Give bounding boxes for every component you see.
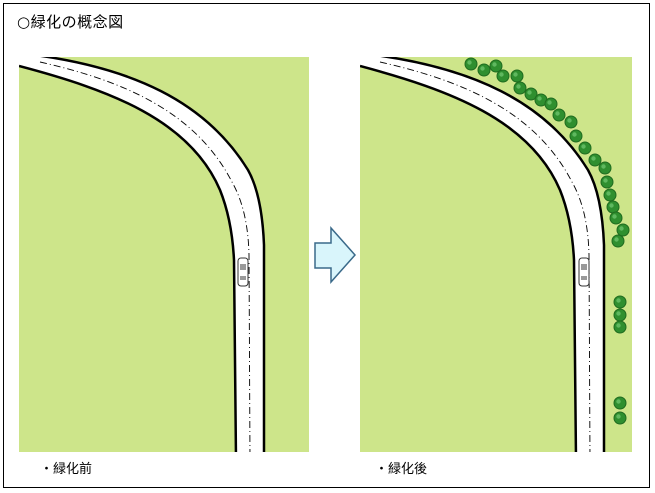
road-edge-inner	[39, 57, 266, 452]
road-edge-outer	[360, 64, 578, 452]
road-centerline	[379, 61, 591, 452]
road-edge-inner	[379, 57, 606, 452]
tree-icon	[613, 308, 627, 322]
road-centerline	[39, 61, 251, 452]
tree-icon	[613, 320, 627, 334]
tree-icon	[578, 141, 592, 155]
tree-icon	[613, 396, 627, 410]
tree-icon	[544, 97, 558, 111]
tree-icon	[534, 93, 548, 107]
tree-icon	[611, 234, 625, 248]
tree-icon	[513, 81, 527, 95]
car-icon	[578, 257, 590, 287]
car-icon	[237, 257, 249, 287]
tree-icon	[477, 63, 491, 77]
road-edge-outer	[19, 64, 238, 452]
road-surface	[19, 57, 264, 452]
tree-icon	[598, 161, 612, 175]
tree-icon	[510, 69, 524, 83]
tree-icon	[613, 295, 627, 309]
road-surface	[360, 57, 604, 452]
tree-icon	[524, 87, 538, 101]
tree-icon	[600, 175, 614, 189]
page-title: ○緑化の概念図	[17, 13, 124, 31]
roadside-trees	[464, 57, 630, 425]
tree-icon	[616, 223, 630, 237]
tree-icon	[603, 188, 617, 202]
tree-icon	[569, 129, 583, 143]
tree-icon	[609, 211, 623, 225]
tree-icon	[588, 153, 602, 167]
tree-icon	[564, 115, 578, 129]
tree-icon	[464, 57, 478, 71]
tree-icon	[613, 411, 627, 425]
caption-after: ・緑化後	[375, 462, 428, 477]
tree-icon	[606, 200, 620, 214]
tree-icon	[489, 59, 503, 73]
caption-before: ・緑化前	[40, 462, 93, 477]
panel-after	[360, 57, 632, 452]
arrow-right-icon	[314, 226, 357, 284]
tree-icon	[552, 108, 566, 122]
panel-before	[19, 57, 309, 452]
tree-icon	[496, 69, 510, 83]
